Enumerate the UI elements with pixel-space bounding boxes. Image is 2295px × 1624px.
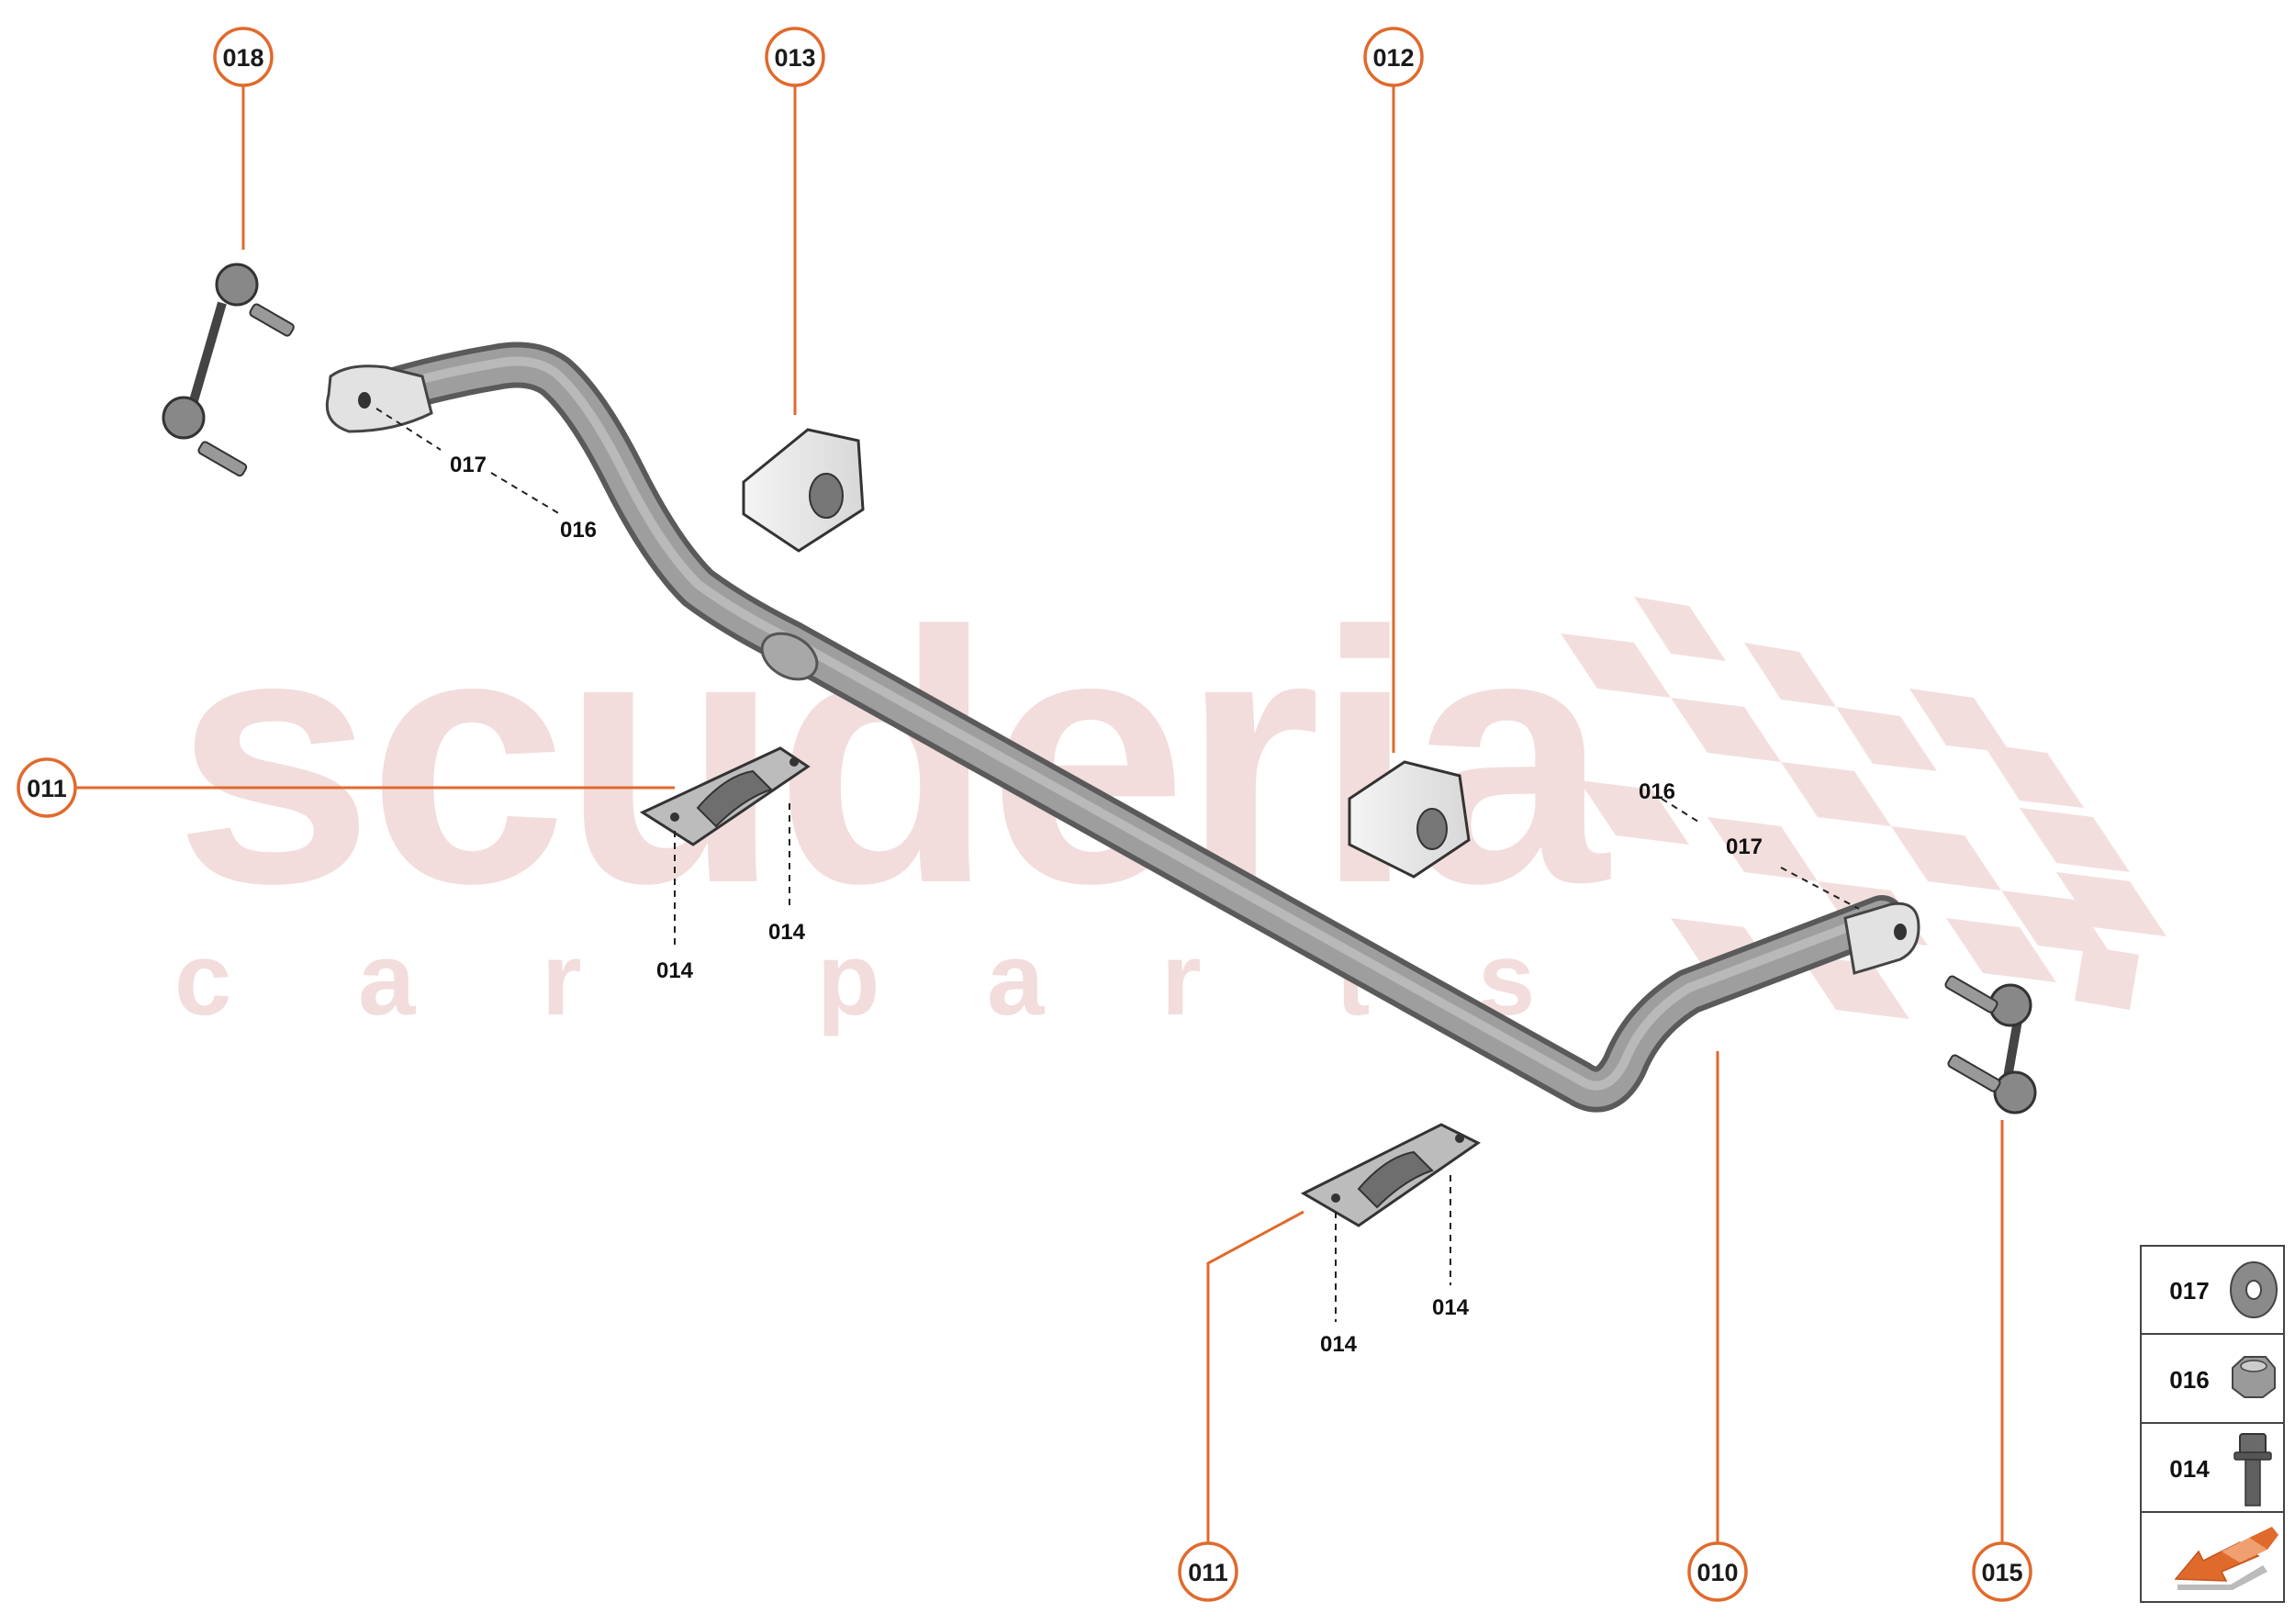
callout-018[interactable]: 018 (213, 27, 274, 87)
ref-017-left: 017 (450, 453, 487, 477)
ref-014-c: 014 (1320, 1332, 1358, 1357)
callout-015[interactable]: 015 (1972, 1541, 2032, 1602)
legend-row-014: 014 (2169, 1433, 2272, 1506)
legend-code-017: 017 (2169, 1277, 2209, 1305)
washer-icon (2230, 1261, 2278, 1318)
ref-017-right: 017 (1726, 834, 1763, 859)
legend-row-017: 017 (2169, 1261, 2278, 1318)
watermark-brand: scuderia (174, 557, 1611, 958)
reference-labels: 017 016 016 017 014 014 014 014 (450, 453, 1763, 1357)
callout-015-label: 015 (1981, 1559, 2022, 1586)
callout-013-label: 013 (774, 44, 815, 72)
clamp-upper (639, 746, 811, 846)
ref-014-b: 014 (768, 920, 806, 945)
clamp-lower (1300, 1123, 1481, 1227)
bolt-icon (2233, 1433, 2272, 1506)
callout-011-left[interactable]: 011 (17, 757, 77, 818)
legend-row-016: 016 (2169, 1356, 2276, 1398)
callout-011-bottom-label: 011 (1188, 1559, 1228, 1586)
ref-016-right: 016 (1639, 779, 1675, 804)
ref-014-a: 014 (656, 958, 694, 983)
callout-012[interactable]: 012 (1363, 27, 1424, 87)
callout-011-left-label: 011 (27, 775, 67, 802)
stabilizer-link-left (162, 263, 295, 477)
callout-011-bottom[interactable]: 011 (1178, 1541, 1238, 1602)
callout-leaders (75, 85, 2004, 1549)
callout-010[interactable]: 010 (1687, 1541, 1748, 1602)
callout-018-label: 018 (222, 44, 263, 72)
bushing-012 (1348, 760, 1471, 879)
callout-013[interactable]: 013 (765, 27, 825, 87)
hex-nut-icon (2232, 1356, 2276, 1398)
callout-010-label: 010 (1696, 1559, 1738, 1586)
bushing-013 (742, 428, 865, 553)
ref-016-left: 016 (560, 518, 597, 543)
stabilizer-bar (325, 342, 1920, 1113)
direction-arrow-icon (2174, 1527, 2278, 1590)
callout-012-label: 012 (1372, 44, 1414, 72)
legend-code-016: 016 (2169, 1366, 2209, 1394)
reference-lines (375, 408, 1860, 1322)
fastener-legend: 017 016 014 (2140, 1245, 2285, 1603)
ref-014-d: 014 (1432, 1295, 1470, 1320)
stabilizer-link-right (1944, 975, 2037, 1114)
legend-code-014: 014 (2169, 1455, 2210, 1483)
